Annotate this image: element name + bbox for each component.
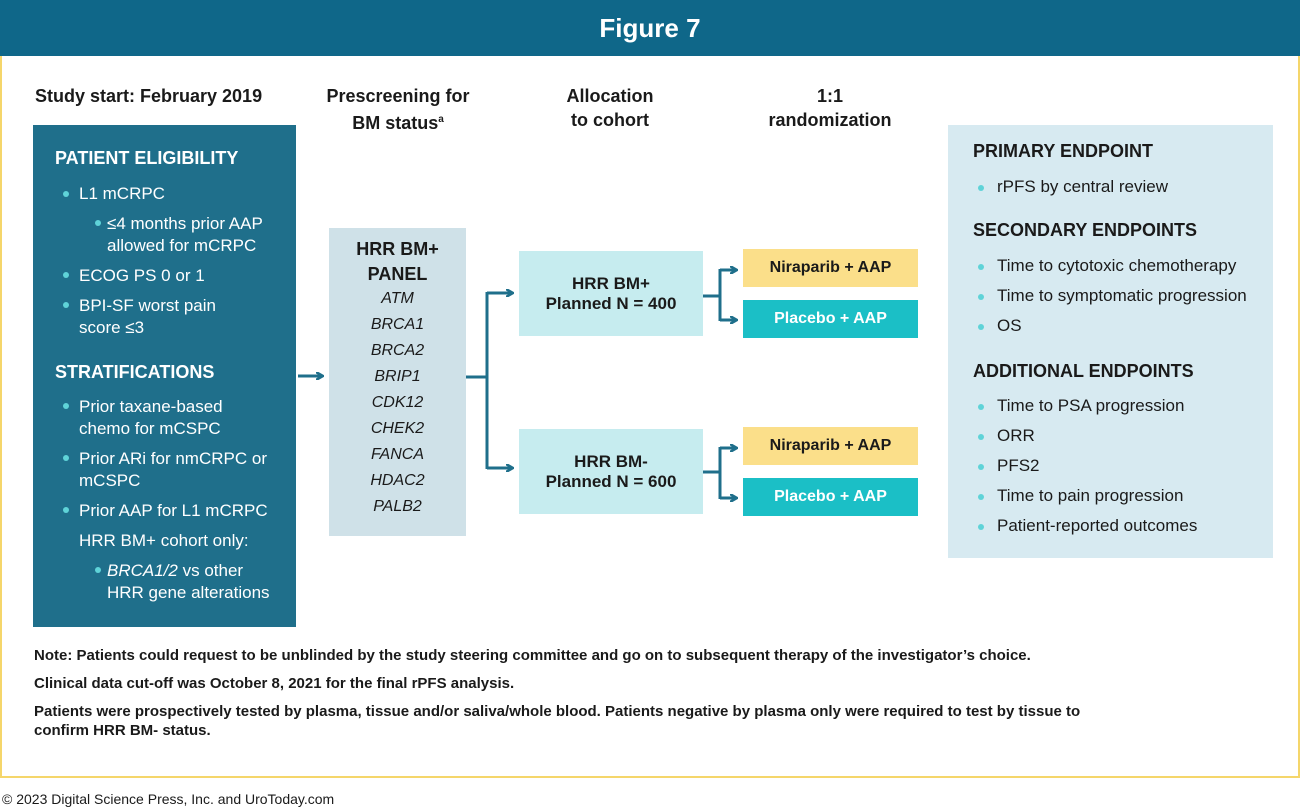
eligibility-l1: L1 mCRPC: [79, 184, 165, 203]
note-unblinding: Note: Patients could request to be unbli…: [34, 647, 1031, 664]
bullet-icon: [978, 494, 984, 500]
gene-item: ATM: [381, 290, 414, 307]
strat-taxane-line1: Prior taxane-based: [79, 397, 223, 416]
prescreening-heading: Prescreening for BM statusa: [318, 84, 478, 135]
strat-brca-gene: BRCA1/2: [107, 561, 178, 580]
strat-brca-line2: HRR gene alterations: [107, 583, 270, 602]
cohort-bm-positive: HRR BM+ Planned N = 400: [519, 251, 703, 336]
gene-item: CHEK2: [370, 420, 425, 437]
bullet-icon: [63, 272, 69, 278]
bullet-icon: [978, 294, 984, 300]
additional-endpoint-item: Time to PSA progression: [997, 396, 1185, 415]
strat-ari-line1: Prior ARi for nmCRPC or: [79, 449, 267, 468]
bullet-icon: [978, 264, 984, 270]
note-data-cutoff: Clinical data cut-off was October 8, 202…: [34, 675, 515, 692]
secondary-endpoint-item: Time to symptomatic progression: [997, 286, 1247, 305]
cohort-bm-negative: HRR BM- Planned N = 600: [519, 429, 703, 514]
eligibility-l1-sub-line1: ≤4 months prior AAP: [107, 214, 263, 233]
strat-brca-line1: BRCA1/2 vs other: [107, 560, 270, 582]
eligibility-l1-sub-line2: allowed for mCRPC: [107, 236, 257, 255]
strat-aap: Prior AAP for L1 mCRPC: [79, 501, 268, 520]
eligibility-l1-sub: ≤4 months prior AAP allowed for mCRPC: [107, 213, 263, 257]
bullet-icon: [63, 507, 69, 513]
gene-item: PALB2: [373, 498, 422, 515]
randomization-line2: randomization: [768, 110, 892, 130]
primary-endpoint-item: rPFS by central review: [997, 177, 1168, 196]
bullet-icon: [978, 324, 984, 330]
gene-item: BRIP1: [374, 368, 421, 385]
secondary-endpoint-item: Time to cytotoxic chemotherapy: [997, 256, 1237, 275]
additional-endpoint-item: PFS2: [997, 456, 1040, 475]
allocation-line1: Allocation: [566, 86, 654, 106]
eligibility-bpi-line2: score ≤3: [79, 318, 145, 337]
prescreening-footnote-mark: a: [438, 114, 444, 125]
arm-niraparib-bm-negative: Niraparib + AAP: [743, 427, 918, 465]
bullet-icon: [63, 191, 69, 197]
arm-niraparib-bm-positive: Niraparib + AAP: [743, 249, 918, 287]
gene-item: CDK12: [371, 394, 424, 411]
eligibility-box: PATIENT ELIGIBILITY L1 mCRPC ≤4 months p…: [33, 125, 296, 627]
note-testing: Patients were prospectively tested by pl…: [34, 702, 1080, 740]
bullet-icon: [95, 220, 101, 226]
allocation-heading: Allocation to cohort: [540, 84, 680, 132]
copyright-text: © 2023 Digital Science Press, Inc. and U…: [2, 791, 335, 807]
randomization-line1: 1:1: [816, 86, 843, 106]
allocation-line2: to cohort: [571, 110, 649, 130]
eligibility-bpi-line1: BPI-SF worst pain: [79, 296, 216, 315]
bullet-icon: [978, 185, 984, 191]
secondary-endpoint-item: OS: [997, 316, 1022, 335]
bullet-icon: [63, 302, 69, 308]
primary-endpoint-heading: PRIMARY ENDPOINT: [973, 141, 1154, 161]
additional-endpoints-heading: ADDITIONAL ENDPOINTS: [973, 361, 1194, 381]
strat-ari: Prior ARi for nmCRPC or mCSPC: [79, 448, 267, 492]
prescreening-line2-text: BM status: [352, 113, 439, 133]
gene-item: FANCA: [370, 446, 425, 463]
cohort-bm-negative-line2: Planned N = 600: [545, 471, 677, 491]
stratifications-heading: STRATIFICATIONS: [55, 362, 215, 382]
eligibility-ecog: ECOG PS 0 or 1: [79, 266, 205, 285]
strat-brca: BRCA1/2 vs other HRR gene alterations: [107, 560, 270, 604]
eligibility-bpi: BPI-SF worst pain score ≤3: [79, 295, 216, 339]
eligibility-heading: PATIENT ELIGIBILITY: [55, 148, 239, 168]
bullet-icon: [978, 404, 984, 410]
bullet-icon: [63, 403, 69, 409]
arm-placebo-bm-positive: Placebo + AAP: [743, 300, 918, 338]
panel-heading-line2: PANEL: [367, 264, 428, 284]
prescreening-line2: BM statusa: [318, 108, 478, 135]
additional-endpoint-item: ORR: [997, 426, 1035, 445]
bullet-icon: [95, 567, 101, 573]
randomization-heading: 1:1 randomization: [760, 84, 900, 132]
strat-hrr-cohort: HRR BM+ cohort only:: [79, 531, 249, 550]
prescreening-line1: Prescreening for: [326, 86, 470, 106]
study-start-label: Study start: February 2019: [35, 86, 263, 106]
bullet-icon: [978, 464, 984, 470]
cohort-bm-positive-line2: Planned N = 400: [545, 293, 677, 313]
secondary-endpoints-heading: SECONDARY ENDPOINTS: [973, 220, 1198, 240]
note-testing-line2: confirm HRR BM- status.: [34, 722, 211, 739]
cohort-bm-positive-line1: HRR BM+: [572, 273, 650, 293]
figure-frame: [0, 56, 1300, 778]
strat-taxane: Prior taxane-based chemo for mCSPC: [79, 396, 223, 440]
arm-placebo-bm-negative: Placebo + AAP: [743, 478, 918, 516]
strat-ari-line2: mCSPC: [79, 471, 141, 490]
figure-title: Figure 7: [0, 0, 1300, 56]
gene-item: HDAC2: [370, 472, 425, 489]
bullet-icon: [978, 434, 984, 440]
additional-endpoint-item: Time to pain progression: [997, 486, 1184, 505]
bullet-icon: [978, 524, 984, 530]
note-testing-line1: Patients were prospectively tested by pl…: [34, 703, 1081, 720]
bullet-icon: [63, 455, 69, 461]
endpoints-box: PRIMARY ENDPOINT rPFS by central review …: [948, 125, 1273, 558]
gene-item: BRCA1: [370, 316, 425, 333]
strat-taxane-line2: chemo for mCSPC: [79, 419, 221, 438]
additional-endpoint-item: Patient-reported outcomes: [997, 516, 1198, 535]
cohort-bm-negative-line1: HRR BM-: [574, 451, 648, 471]
panel-heading-line1: HRR BM+: [356, 239, 439, 259]
gene-item: BRCA2: [370, 342, 425, 359]
strat-brca-rest: vs other: [177, 561, 244, 580]
